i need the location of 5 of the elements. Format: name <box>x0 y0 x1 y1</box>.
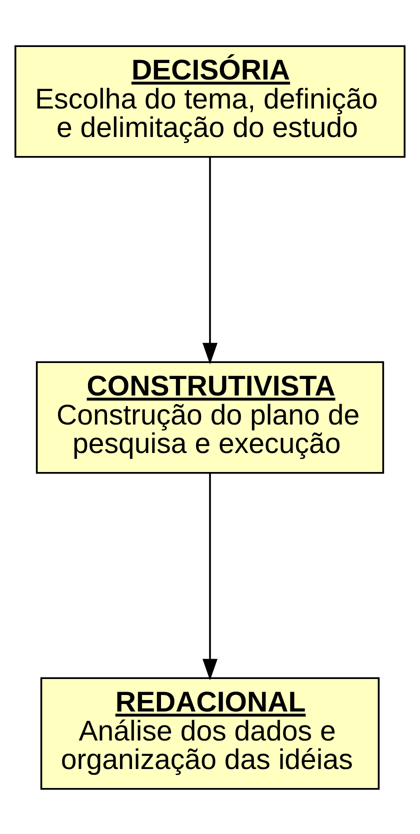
arrow <box>202 156 218 364</box>
node-box: CONSTRUTIVISTA Construção do plano de pesquisa e execução <box>36 360 384 474</box>
node-box: REDACIONAL Análise dos dados e organização das idéias <box>40 676 380 790</box>
arrow <box>202 472 218 680</box>
node-box: DECISÓRIA Escolha do tema, definição e delimitação do estudo <box>14 44 406 158</box>
